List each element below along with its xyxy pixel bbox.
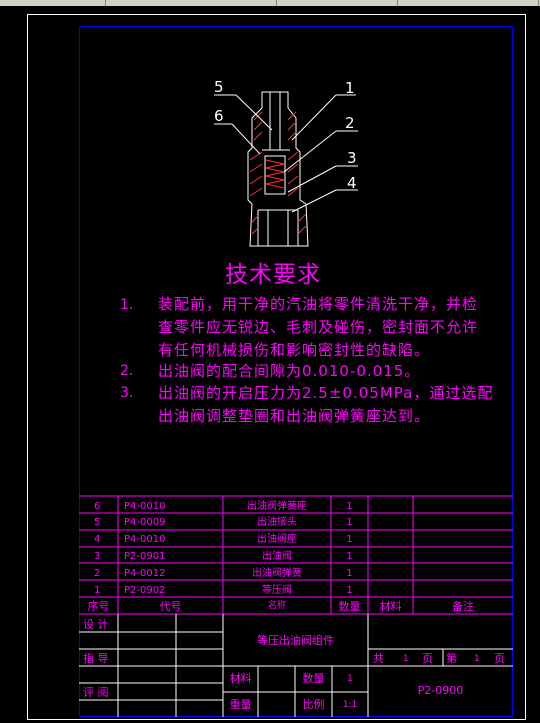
bom-row-code: P2-0901 (124, 551, 166, 562)
bom-row-qty: 1 (346, 568, 353, 579)
label-design: 设 计 (83, 618, 109, 631)
total-value: 1 (403, 654, 409, 664)
bom-row-qty: 1 (346, 551, 353, 562)
window-top-strip (0, 0, 540, 6)
page-label: 页 (494, 652, 505, 665)
bom-row-no: 4 (94, 534, 101, 545)
bom-row-code: P4-0010 (124, 534, 166, 545)
bom-row-name: 出油阀座 (257, 534, 297, 545)
requirement-line: 查零件应无锐边、毛刺及碰伤，密封面不允许 (158, 318, 479, 336)
bom-row-qty: 1 (346, 501, 353, 512)
bom-row-code: P4-0012 (124, 568, 166, 579)
bom-row-no: 3 (94, 551, 101, 562)
toolbar-segment (398, 0, 539, 6)
sheet-label: 第 (446, 652, 457, 665)
qty-label: 数量 (302, 672, 325, 685)
requirement-line: 装配前，用干净的汽油将零件清洗干净，并检 (158, 295, 479, 313)
bom-row-name: 等压阀 (262, 585, 292, 596)
bom-row-qty: 1 (346, 517, 353, 528)
bom-header-note: 备注 (452, 600, 474, 613)
callout-label: 4 (347, 174, 357, 192)
bom-header-code: 代号 (159, 600, 182, 613)
sheet-outer-frame (27, 14, 526, 720)
sheet-value: 1 (474, 654, 480, 664)
callout-label: 3 (347, 149, 357, 167)
bom-header-name: 名称 (267, 601, 286, 611)
total-label: 共 (373, 652, 384, 665)
callout-label: 1 (345, 79, 355, 97)
assembly-name: 等压出油阀组件 (257, 634, 334, 647)
bom-row-name: 出油阀弹簧 (252, 568, 302, 579)
bom-row-code: P2-0902 (124, 585, 166, 596)
toolbar-segment (277, 0, 398, 6)
bom-row-code: P4-0009 (124, 517, 166, 528)
bom-row-name: 出油阀弹簧座 (247, 501, 307, 512)
requirement-line: 出油阀的开启压力为2.5±0.05MPa，通过选配 (158, 384, 494, 402)
drawing-number: P2-0900 (417, 684, 464, 697)
requirement-line: 有任何机械损伤和影响密封性的缺陷。 (158, 341, 431, 359)
sheet-inner-border (79, 26, 513, 717)
label-review: 评 阅 (83, 686, 109, 699)
page-label: 页 (422, 652, 433, 665)
bom-row-qty: 1 (346, 585, 353, 596)
requirement-line: 出油阀的配合间隙为0.010-0.015。 (158, 362, 421, 380)
scale-label: 比例 (302, 698, 325, 711)
callout-label: 6 (214, 107, 224, 125)
bom-row-no: 1 (94, 585, 101, 596)
requirement-line: 出油阀调整垫圈和出油阀弹簧座达到。 (158, 407, 431, 425)
bom-header-material: 材料 (379, 600, 402, 613)
bom-row-no: 2 (94, 568, 101, 579)
scale-value: 1:1 (342, 700, 358, 710)
callout-label: 2 (345, 114, 355, 132)
bom-header-qty: 数量 (338, 600, 361, 613)
material-label: 材料 (229, 672, 252, 685)
bom-row-no: 6 (94, 501, 101, 512)
bom-row-no: 5 (94, 517, 101, 528)
toolbar-segment (106, 0, 277, 6)
bom-row-qty: 1 (346, 534, 353, 545)
toolbar-segment (0, 0, 106, 6)
requirements-title: 技术要求 (225, 262, 321, 288)
qty-value: 1 (347, 674, 353, 684)
bom-header-no: 序号 (87, 600, 110, 613)
callout-label: 5 (214, 78, 224, 96)
requirement-number: 1. (120, 297, 134, 313)
bom-row-code: P4-0010 (124, 501, 166, 512)
requirement-number: 3. (120, 385, 134, 401)
label-guide: 指 导 (83, 652, 109, 665)
requirement-number: 2. (120, 363, 134, 379)
bom-row-name: 出油接头 (257, 517, 297, 528)
bom-row-name: 出油阀 (262, 551, 292, 562)
weight-label: 重量 (229, 698, 252, 711)
